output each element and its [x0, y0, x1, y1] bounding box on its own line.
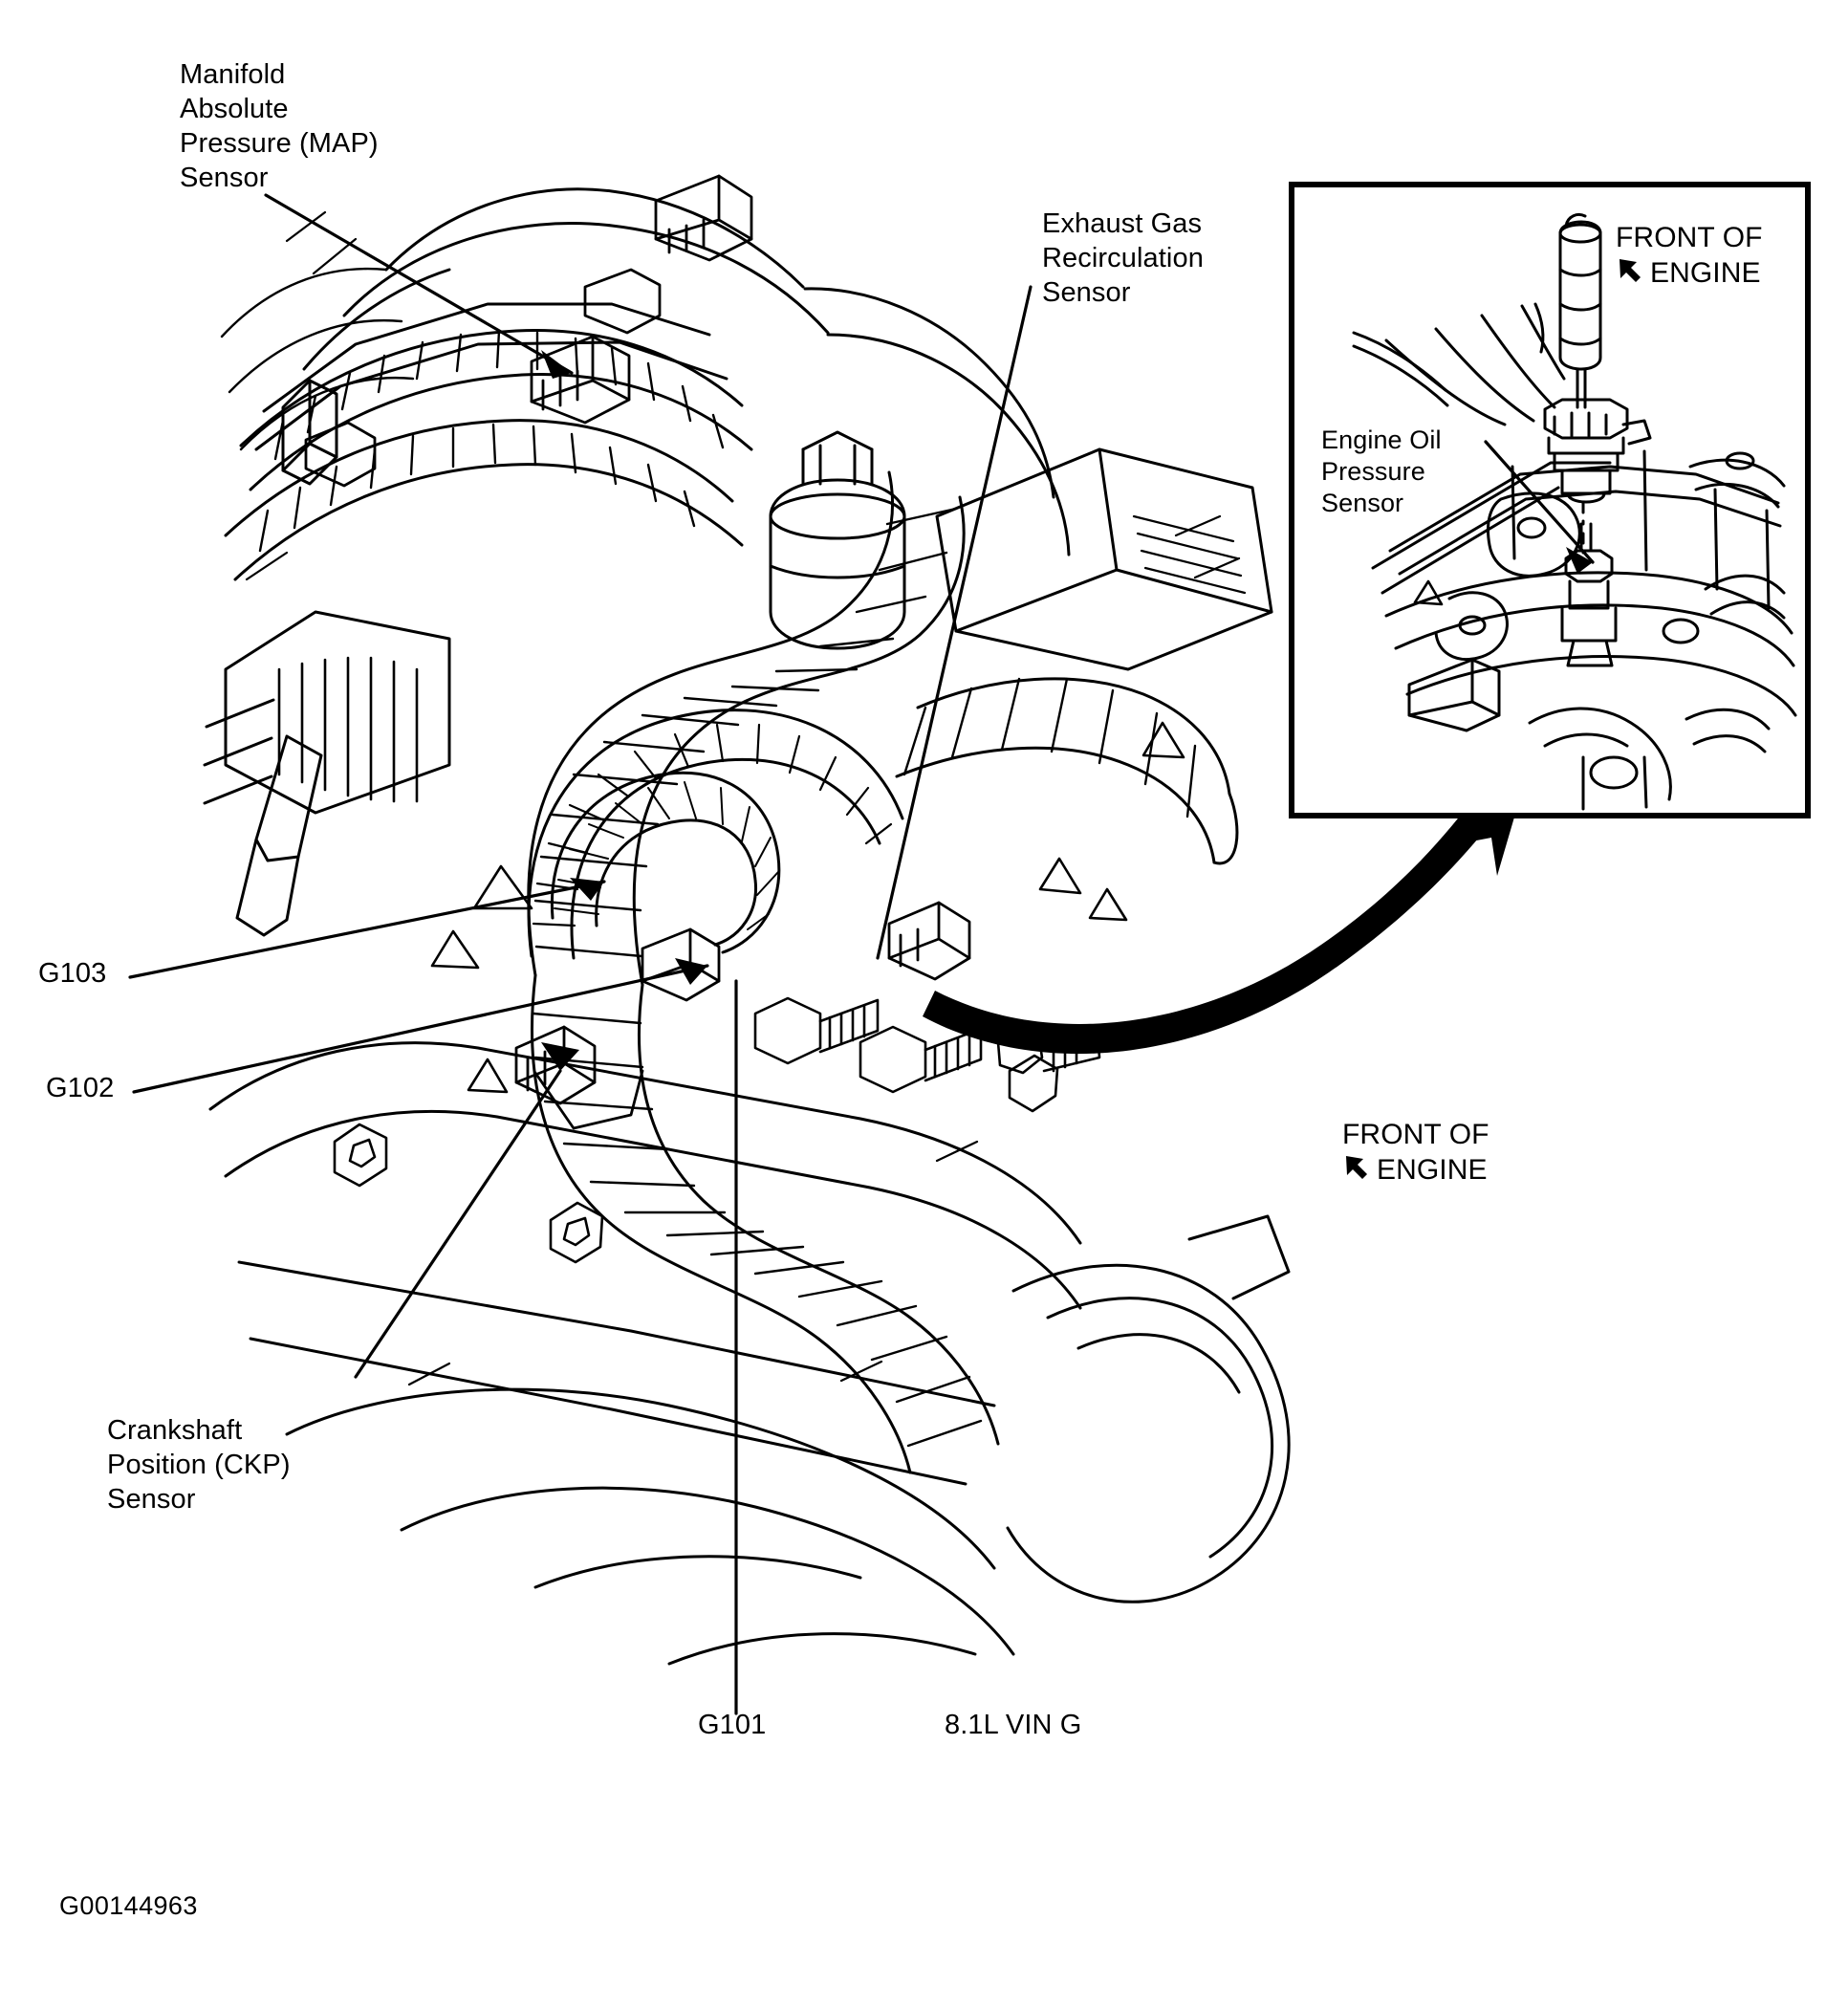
leader-g103 — [128, 880, 606, 979]
leader-egr-sensor — [876, 285, 1033, 960]
leader-map-sensor — [264, 193, 574, 375]
front-of-engine-text-main: ENGINE — [1377, 1154, 1488, 1186]
front-of-engine-line1-inset: FRONT OF — [1616, 222, 1763, 253]
up-left-arrow-icon — [1346, 1156, 1367, 1179]
up-left-arrow-icon — [1620, 259, 1641, 282]
front-of-engine-line2-main: ENGINE — [1342, 1152, 1489, 1188]
leader-lines — [128, 193, 1033, 1715]
front-of-engine-line2-inset: ENGINE — [1616, 255, 1763, 291]
inset-leader-arrowhead — [1566, 547, 1593, 574]
label-map-sensor: Manifold Absolute Pressure (MAP) Sensor — [180, 59, 379, 193]
front-of-engine-text-inset: ENGINE — [1650, 257, 1761, 289]
label-engine-caption: 8.1L VIN G — [945, 1710, 1082, 1740]
label-oil-pressure-sensor: Engine Oil Pressure Sensor — [1321, 425, 1442, 517]
inset-illustration — [1352, 212, 1797, 811]
label-ground-g102: G102 — [46, 1073, 115, 1103]
leader-ckp-sensor — [354, 1069, 562, 1379]
front-of-engine-indicator-inset: FRONT OF ENGINE — [1616, 220, 1763, 291]
label-egr-sensor: Exhaust Gas Recirculation Sensor — [1042, 208, 1204, 308]
front-of-engine-indicator-main: FRONT OF ENGINE — [1342, 1117, 1489, 1188]
inset-panel-oil-pressure-sensor: Engine Oil Pressure Sensor FRONT OF ENGI… — [1289, 182, 1811, 818]
front-of-engine-line1-main: FRONT OF — [1342, 1119, 1489, 1150]
figure-id: G00144963 — [59, 1891, 198, 1920]
leader-g102 — [132, 964, 709, 1094]
label-ground-g101: G101 — [698, 1710, 767, 1740]
leader-arrowheads — [541, 350, 707, 1071]
label-ckp-sensor: Crankshaft Position (CKP) Sensor — [107, 1415, 291, 1515]
label-ground-g103: G103 — [38, 958, 107, 989]
